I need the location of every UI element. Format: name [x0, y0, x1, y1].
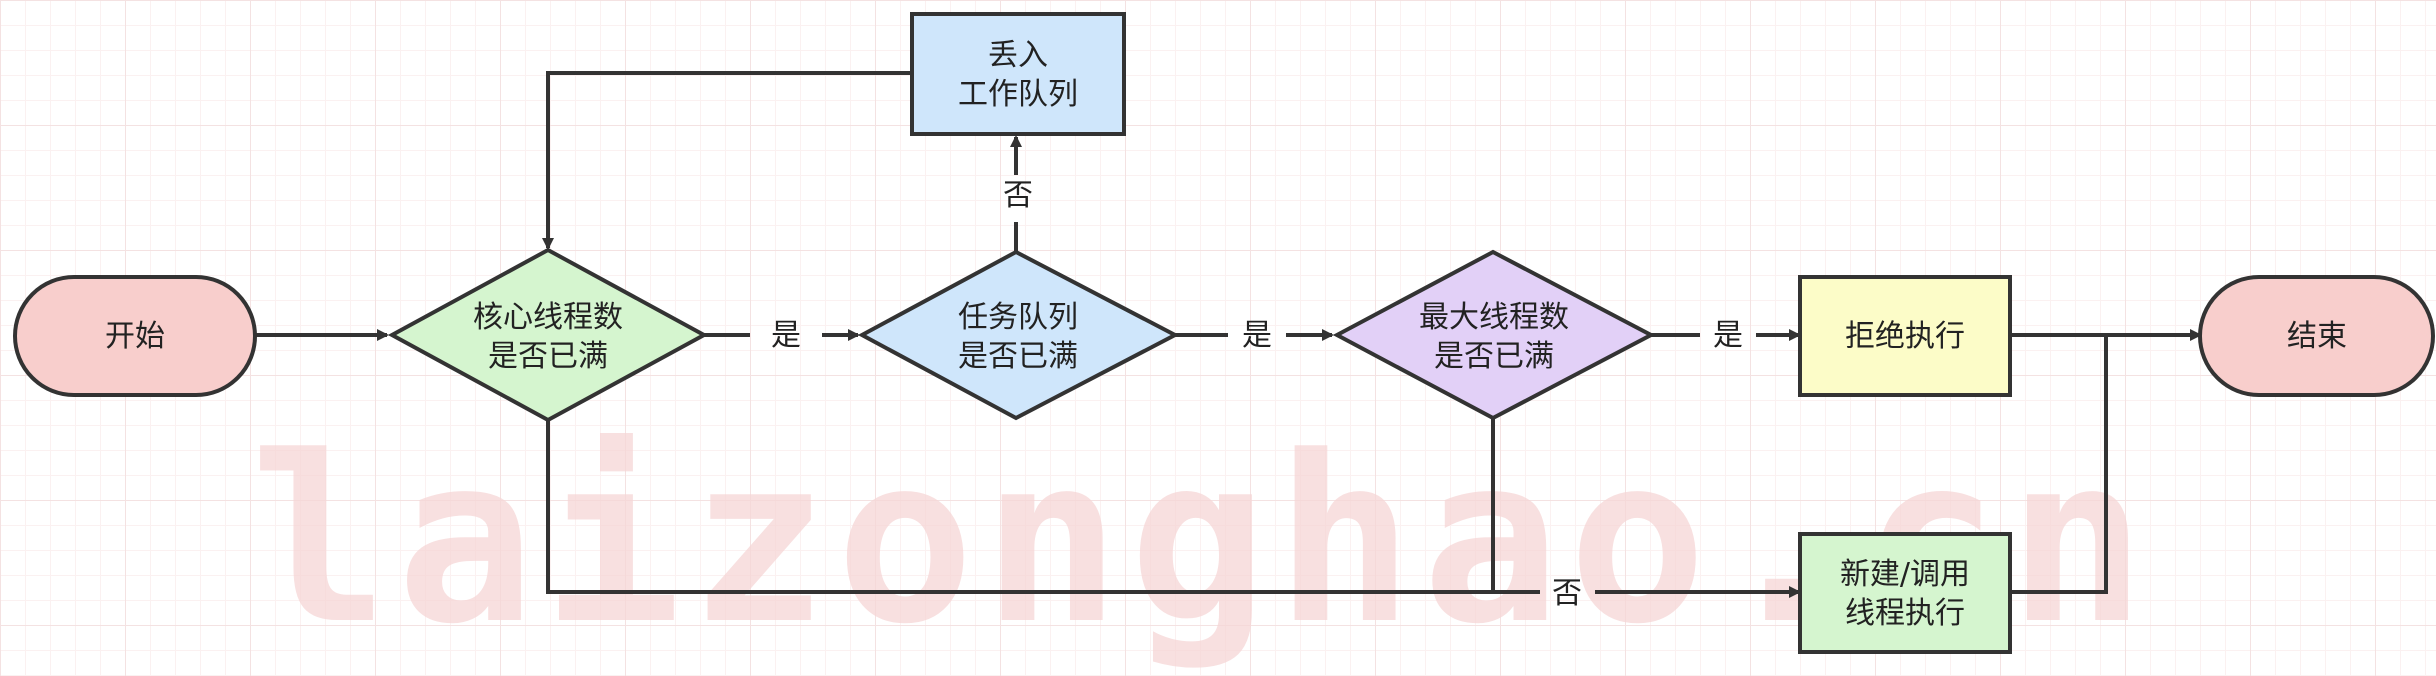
edge-newthread-end	[2010, 335, 2108, 594]
core-decision-shape	[387, 247, 709, 423]
max-decision-shape	[1332, 249, 1656, 421]
end-label: 结束	[2287, 319, 2347, 354]
new-thread-process-shape	[1798, 532, 2012, 654]
queue-label-line2: 是否已满	[958, 339, 1078, 374]
node-new-thread: 新建/调用 线程执行	[1798, 532, 2012, 654]
node-core-full: 核心线程数 是否已满	[387, 247, 709, 423]
edge-core-newthread-a	[546, 420, 1540, 594]
enqueue-label-line1: 丢入	[988, 38, 1048, 73]
max-label-line1: 最大线程数	[1419, 300, 1569, 335]
node-enqueue: 丢入 工作队列	[910, 12, 1126, 136]
edge-enqueue-core	[542, 71, 912, 250]
node-max-full: 最大线程数 是否已满	[1332, 249, 1656, 421]
reject-label: 拒绝执行	[1845, 319, 1965, 354]
core-label-line2: 是否已满	[488, 339, 608, 374]
queue-label-line1: 任务队列	[958, 300, 1078, 335]
max-label-line2: 是否已满	[1434, 339, 1554, 374]
edge-label-queue-yes: 是	[1242, 318, 1272, 353]
edge-label-max-yes: 是	[1713, 318, 1743, 353]
enqueue-process-shape	[910, 12, 1126, 136]
node-end: 结束	[2198, 275, 2435, 397]
edge-label-bottom-no: 否	[1552, 576, 1582, 611]
node-start: 开始	[13, 275, 257, 397]
node-queue-full: 任务队列 是否已满	[857, 249, 1180, 421]
enqueue-label-line2: 工作队列	[958, 77, 1078, 112]
node-reject: 拒绝执行	[1798, 275, 2012, 397]
end-terminal-shape	[2198, 275, 2435, 397]
edge-label-core-yes: 是	[771, 318, 801, 353]
new-thread-label-line1: 新建/调用	[1840, 557, 1970, 592]
edge-label-queue-no: 否	[1003, 178, 1033, 213]
start-terminal-shape	[13, 275, 257, 397]
edges	[255, 71, 2202, 598]
queue-decision-shape	[857, 249, 1180, 421]
new-thread-label-line2: 线程执行	[1845, 596, 1965, 631]
start-label: 开始	[105, 319, 165, 354]
reject-process-shape	[1798, 275, 2012, 397]
core-label-line1: 核心线程数	[473, 300, 623, 335]
